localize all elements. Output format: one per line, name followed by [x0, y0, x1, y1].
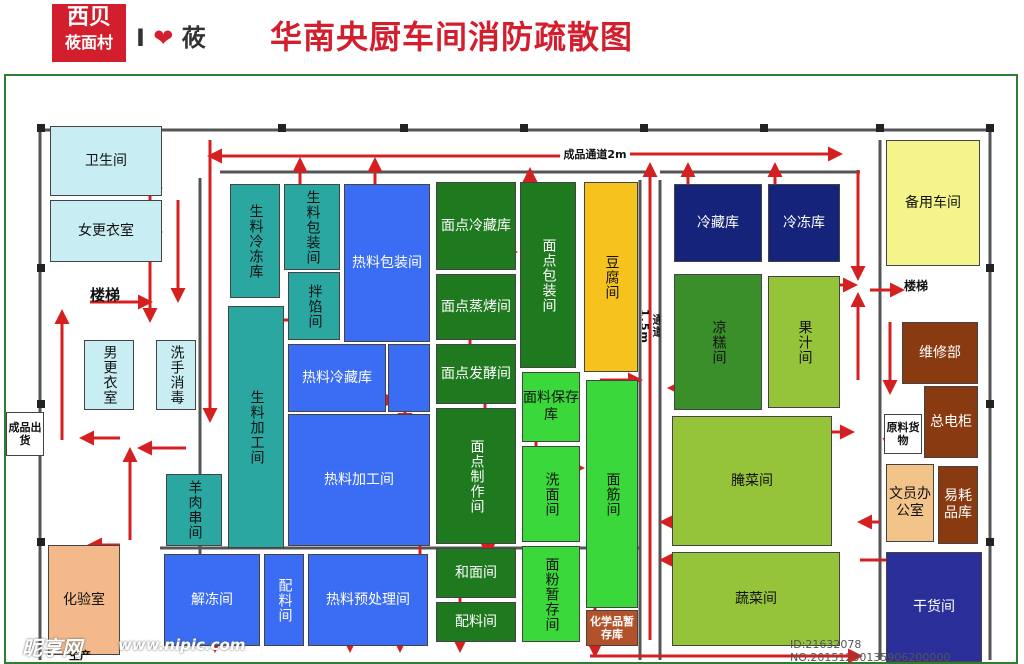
room-jelly: 凉糕间: [674, 274, 762, 410]
room-hot-cold-storage: 热料冷藏库: [288, 344, 386, 412]
room-spare-workshop: 备用车间: [886, 140, 980, 266]
room-hot-packing: 热料包装间: [344, 184, 430, 342]
watermark-id: ID:21632078 NO:20151230135906200000: [790, 638, 951, 664]
label-finished-out: 成品出货: [6, 412, 44, 456]
room-hot-processing: 热料加工间: [288, 414, 430, 546]
room-cold-storage: 冷藏库: [674, 184, 762, 262]
heart-icon: ❤: [153, 24, 174, 52]
room-freezer: 冷冻库: [768, 184, 840, 262]
room-toilet: 卫生间: [50, 126, 162, 196]
watermark-site: www.nipic.com: [118, 636, 246, 654]
label-raw-in: 原料货物: [884, 414, 922, 454]
room-wash-noodle: 洗面间: [522, 446, 580, 542]
room-dough-steam-bake: 面点蒸烤间: [436, 274, 516, 340]
label-channel-side: 通道1.5m: [642, 308, 660, 344]
room-lab: 化验室: [48, 545, 120, 655]
room-dough-cold-storage: 面点冷藏库: [436, 182, 516, 270]
room-raw-packing: 生料包装间: [284, 184, 340, 270]
room-chem-temp: 化学品暂存库: [586, 610, 638, 646]
room-dough-packing: 面点包装间: [520, 182, 576, 368]
room-wash-disinfect: 洗手消毒: [156, 340, 196, 410]
header: 西贝 莜面村 I ❤ 莜 华南央厨车间消防疏散图: [0, 0, 1024, 68]
room-dough-mixing: 和面间: [436, 548, 516, 598]
room-raw-freezer: 生料冷冻库: [230, 184, 280, 298]
room-office: 文员办公室: [886, 464, 934, 542]
love-prefix: I: [136, 24, 145, 52]
room-female-locker: 女更衣室: [50, 200, 162, 262]
room-raw-processing: 生料加工间: [228, 306, 284, 548]
love-suffix: 莜: [181, 24, 206, 52]
watermark-brand: 昵享网: [22, 636, 82, 660]
love-mark: I ❤ 莜: [136, 18, 206, 53]
room-juice: 果汁间: [768, 276, 840, 408]
room-batching: 配料间: [264, 554, 304, 646]
room-dough-making: 面点制作间: [436, 408, 516, 544]
room-dough-ferment: 面点发酵间: [436, 344, 516, 404]
room-vegetable: 蔬菜间: [672, 552, 840, 646]
label-finished-channel: 成品通道2m: [563, 147, 627, 161]
room-maintenance: 维修部: [902, 322, 978, 384]
logo-line1: 西贝: [66, 5, 111, 30]
label-production: 生产: [69, 648, 91, 662]
room-pickle: 腌菜间: [672, 416, 832, 546]
logo-line2: 莜面村: [64, 33, 113, 52]
room-hot-cold-storage-annex: [388, 344, 430, 412]
label-stairs-left: 楼梯: [89, 285, 120, 304]
room-male-locker: 男更衣室: [84, 340, 134, 410]
room-consumables: 易耗品库: [938, 466, 978, 544]
room-mixing: 拌馅间: [288, 272, 340, 340]
room-lamb-skewer: 羊肉串间: [166, 474, 222, 546]
room-ingredient: 配料间: [436, 602, 516, 642]
outer-walls: [38, 128, 992, 660]
room-hot-preprocess: 热料预处理间: [308, 554, 428, 646]
page-title: 华南央厨车间消防疏散图: [270, 18, 634, 56]
room-gluten: 面筋间: [586, 380, 638, 608]
room-flour-storage: 面料保存库: [522, 372, 580, 442]
columns: [37, 124, 994, 546]
room-flour-temp: 面粉暂存间: [522, 546, 580, 642]
label-stairs-right: 楼梯: [903, 278, 928, 293]
room-dry-goods: 干货间: [886, 552, 982, 662]
room-tofu: 豆腐间: [584, 182, 638, 372]
brand-logo: 西贝 莜面村: [52, 4, 126, 62]
room-thaw: 解冻间: [164, 554, 260, 646]
room-main-cabinet: 总电柜: [924, 386, 978, 458]
